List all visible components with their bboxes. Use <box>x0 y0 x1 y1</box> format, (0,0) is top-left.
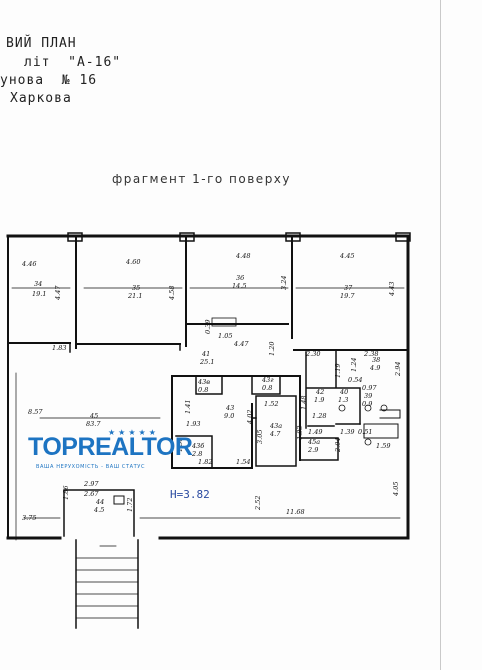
dim-label: 2.30 <box>305 350 320 358</box>
room-36-area: 14.5 <box>232 282 246 290</box>
room-34-number: 34 <box>34 280 42 288</box>
dim-label: 4.02 <box>246 410 254 425</box>
dim-label: 0.39 <box>204 320 212 334</box>
room-36-number: 36 <box>236 274 244 282</box>
dim-label: 11.68 <box>286 508 305 516</box>
star-icons: ★★★★★ <box>108 428 159 437</box>
dim-label: 1.41 <box>184 400 192 414</box>
dim-label: 1.20 <box>268 342 276 356</box>
dim-label: 4.48 <box>235 252 250 260</box>
room-43g-area: 0.8 <box>262 384 272 392</box>
dim-label: 1.39 <box>340 428 354 436</box>
room-38-area: 4.9 <box>369 364 380 372</box>
room-42-number: 42 <box>315 388 324 396</box>
toprealtor-watermark: ★★★★★ TOPREALTOR ВАША НЕРУХОМІСТЬ - ВАШ … <box>24 428 193 480</box>
header-line-4: Харкова <box>10 91 72 106</box>
room-38-number: 38 <box>372 356 380 364</box>
dim-label: 0.97 <box>362 384 377 392</box>
dim-label: 1.49 <box>308 428 322 436</box>
watermark-brand: TOPREALTOR <box>28 433 193 461</box>
room-45-number: 45 <box>89 412 98 420</box>
room-37-area: 19.7 <box>340 292 355 300</box>
dim-label: 4.46 <box>21 260 36 268</box>
room-43-number: 43 <box>225 404 234 412</box>
dim-label: 8.57 <box>28 408 43 416</box>
room-35-area: 21.1 <box>127 292 142 300</box>
dim-label: 4.58 <box>168 286 176 301</box>
room-42-area: 1.9 <box>314 396 324 404</box>
room-37-number: 37 <box>344 284 353 292</box>
fragment-title: фрагмент 1-го поверху <box>112 172 292 186</box>
dim-label: 1.48 <box>300 396 308 410</box>
dim-label: 1.86 <box>62 486 70 500</box>
floor-plan-drawing: 34 19.1 35 21.1 36 14.5 37 19.7 41 25.1 … <box>6 232 411 629</box>
dim-label: 1.28 <box>312 412 326 420</box>
dim-label: 1.52 <box>264 400 278 408</box>
dim-label: 4.60 <box>125 258 140 266</box>
room-45a-area: 2.9 <box>307 446 318 454</box>
dim-label: 3.75 <box>22 514 36 522</box>
room-43-area: 9.0 <box>224 412 234 420</box>
room-41-area: 25.1 <box>199 358 214 366</box>
dim-label: 2.97 <box>83 480 99 488</box>
dim-label: 1.93 <box>296 426 304 440</box>
room-45-area: 83.7 <box>86 420 101 428</box>
room-39-number: 39 <box>364 392 372 400</box>
dim-label: 1.24 <box>350 358 358 372</box>
room-45a-number: 45а <box>307 438 320 446</box>
room-40-number: 40 <box>339 388 348 396</box>
room-43v-area: 0.8 <box>198 386 208 394</box>
dim-label: 4.47 <box>233 340 249 348</box>
dim-label: 2.04 <box>334 438 342 453</box>
dim-label: 0.54 <box>348 376 362 384</box>
dim-label: 3.05 <box>256 430 264 444</box>
header-line-3: унова № 16 <box>0 73 98 88</box>
dim-label: 4.47 <box>54 285 62 301</box>
room-43b-number: 43б <box>191 442 204 450</box>
dim-label: 1.54 <box>236 458 250 466</box>
dim-label: 1.59 <box>376 442 390 450</box>
dim-label: 1.93 <box>186 420 200 428</box>
room-43a-area: 4.7 <box>269 430 281 438</box>
room-41-number: 41 <box>201 350 210 358</box>
room-44-number: 44 <box>95 498 104 506</box>
sheet-edge-line <box>440 0 441 670</box>
header-line-1: ВИЙ ПЛАН <box>6 36 77 51</box>
dim-label: 1.72 <box>126 498 134 512</box>
dim-label: 4.45 <box>339 252 354 260</box>
dim-label: 2.38 <box>363 350 378 358</box>
dim-label: 4.05 <box>392 482 400 497</box>
dim-label: 3.24 <box>280 276 288 290</box>
dim-label: 2.52 <box>254 496 262 511</box>
dim-label: 2.67 <box>83 490 99 498</box>
room-43a-number: 43а <box>269 422 282 430</box>
dim-label: 1.56 <box>176 438 184 452</box>
room-43g-number: 43г <box>261 376 274 384</box>
dim-label: 4.43 <box>388 282 396 297</box>
room-39-area: 0.9 <box>362 400 372 408</box>
dim-label: 1.83 <box>52 344 66 352</box>
room-35-number: 35 <box>132 284 140 292</box>
room-44-area: 4.5 <box>93 506 104 514</box>
room-34-area: 19.1 <box>32 290 46 298</box>
room-43v-number: 43в <box>197 378 210 386</box>
dim-label: 1.05 <box>218 332 232 340</box>
room-40-area: 1.3 <box>338 396 348 404</box>
header-line-2: літ "А-16" <box>24 55 122 70</box>
dim-label: 2.94 <box>394 362 402 377</box>
dim-label: 0.51 <box>358 428 372 436</box>
watermark-tagline: ВАША НЕРУХОМІСТЬ - ВАШ СТАТУС <box>36 464 146 470</box>
dim-label: 1.82 <box>198 458 212 466</box>
room-43b-area: 2.8 <box>191 450 202 458</box>
dim-label: 1.19 <box>334 364 342 378</box>
ceiling-height-label: Н=3.82 <box>170 488 210 501</box>
